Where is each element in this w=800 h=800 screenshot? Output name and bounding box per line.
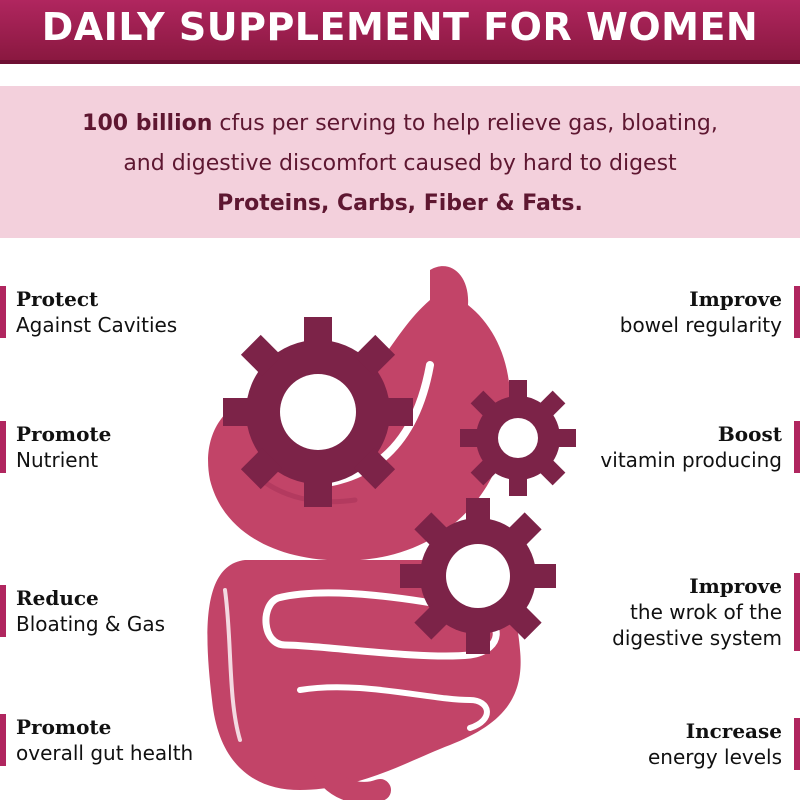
feature-desc: Bloating & Gas — [16, 612, 166, 636]
feature-reduce: Reduce Bloating & Gas — [0, 585, 300, 637]
intro-panel: 100 billion cfus per serving to help rel… — [0, 86, 800, 238]
feature-desc: bowel regularity — [619, 313, 782, 337]
feature-increase-energy: Increase energy levels — [500, 718, 800, 770]
gear-icon — [460, 380, 576, 496]
feature-title: Reduce — [16, 586, 99, 610]
feature-desc: the wrok of the — [630, 600, 782, 624]
feature-improve-bowel: Improve bowel regularity — [500, 286, 800, 338]
feature-title: Protect — [16, 287, 99, 311]
intro-line-1: 100 billion cfus per serving to help rel… — [0, 104, 800, 144]
feature-desc: Nutrient — [16, 448, 99, 472]
feature-title: Promote — [16, 422, 112, 446]
feature-desc: Against Cavities — [16, 313, 178, 337]
intro-line-2: and digestive discomfort caused by hard … — [123, 151, 677, 176]
feature-desc: vitamin producing — [600, 448, 782, 472]
intro-line-3: Proteins, Carbs, Fiber & Fats. — [0, 184, 800, 224]
feature-title: Increase — [685, 719, 782, 743]
page-title: DAILY SUPPLEMENT FOR WOMEN — [41, 5, 759, 49]
feature-title: Improve — [689, 287, 782, 311]
feature-promote-gut: Promote overall gut health — [0, 714, 300, 766]
feature-title: Promote — [16, 715, 112, 739]
feature-protect: Protect Against Cavities — [0, 286, 300, 338]
intro-text: 100 billion cfus per serving to help rel… — [0, 104, 800, 224]
feature-desc: energy levels — [647, 745, 782, 769]
feature-boost: Boost vitamin producing — [500, 421, 800, 473]
feature-title: Boost — [717, 422, 782, 446]
feature-desc: overall gut health — [16, 741, 194, 765]
intro-line-1-rest: cfus per serving to help relieve gas, bl… — [212, 111, 718, 136]
feature-desc-line-2: digestive system — [612, 626, 782, 650]
intro-nutrients: Proteins, Carbs, Fiber & Fats. — [217, 191, 583, 216]
header-banner: DAILY SUPPLEMENT FOR WOMEN — [0, 0, 800, 64]
digestive-illustration — [207, 266, 576, 800]
gear-icon — [400, 498, 556, 654]
intro-highlight: 100 billion — [82, 111, 213, 136]
feature-promote-nutrient: Promote Nutrient — [0, 421, 300, 473]
gear-icon — [223, 317, 413, 507]
feature-improve-digestive: Improve the wrok of the digestive system — [500, 573, 800, 651]
feature-title: Improve — [689, 574, 782, 598]
